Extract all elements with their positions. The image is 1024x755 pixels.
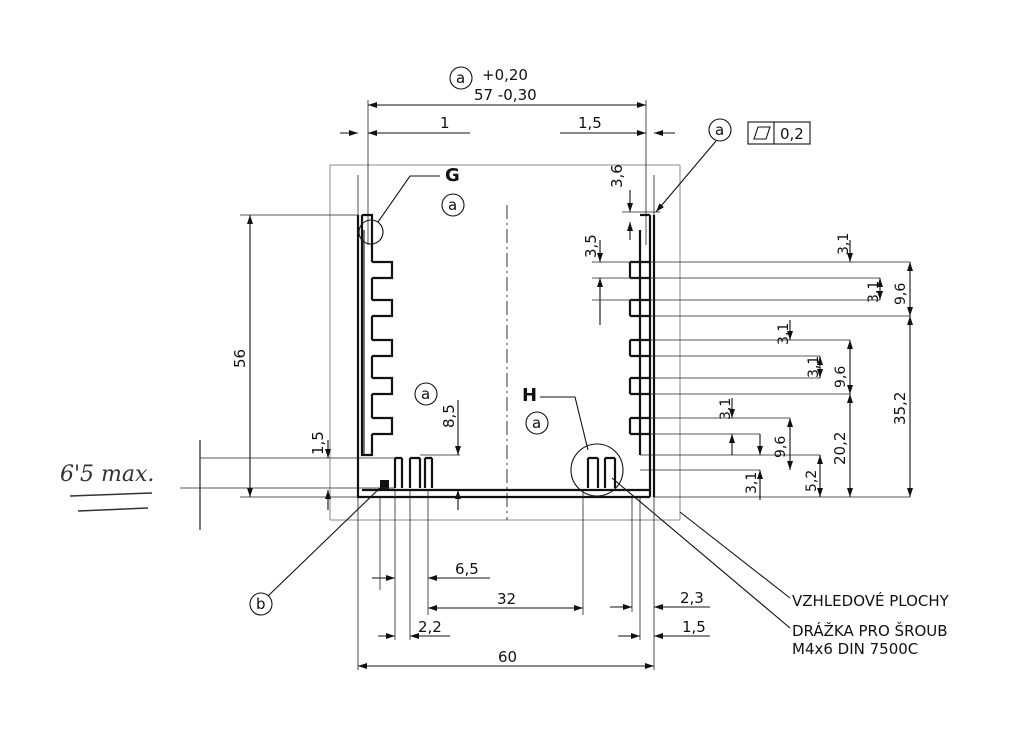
- dim-31c-text: 3,1: [776, 323, 792, 345]
- dim-96c: 9,6: [773, 418, 793, 470]
- dim-36-text: 3,6: [608, 164, 626, 188]
- dim-31e: 3,1: [718, 398, 735, 455]
- dim-31e-text: 3,1: [718, 398, 734, 420]
- label-a-fin: a: [421, 385, 430, 403]
- dim-31a-text: 3,1: [836, 233, 852, 255]
- envelope-lines: [329, 100, 681, 670]
- marker-b-square: [380, 480, 389, 489]
- dim-60-text: 60: [498, 648, 517, 666]
- dim-52-text: 5,2: [804, 470, 820, 492]
- label-H: H: [522, 385, 537, 406]
- profile-left-wall: [356, 213, 650, 499]
- note-screw-groove-2: M4x6 DIN 7500C: [792, 640, 918, 658]
- dim-top-right-15: 1,5: [560, 114, 675, 136]
- dim-31b: 3,1: [866, 278, 883, 303]
- fin-a-label: a: [414, 382, 438, 406]
- dim-15-top: 1,5: [578, 114, 602, 132]
- dim-96a-text: 9,6: [893, 283, 909, 305]
- right-dim-lines: [592, 211, 910, 498]
- dim-31f-text: 3,1: [744, 472, 760, 494]
- dim-60: 60: [358, 648, 654, 669]
- note-screw-groove-1: DRÁŽKA PRO ŠROUB: [792, 621, 948, 640]
- handwritten-note: 6'5 max.: [60, 462, 154, 512]
- profile-base: [362, 456, 650, 492]
- dim-52: 5,2: [804, 455, 823, 497]
- handwritten-text: 6'5 max.: [60, 462, 154, 487]
- flatness-value: 0,2: [780, 125, 804, 143]
- dim-22: 2,2: [378, 618, 450, 639]
- dim-32-text: 32: [497, 590, 516, 608]
- label-G: G: [445, 165, 460, 186]
- overall-width: 57 -0,30: [474, 86, 537, 104]
- dim-352: 35,2: [891, 316, 913, 497]
- dim-85-text: 8,5: [440, 404, 458, 428]
- dim-96a: 9,6: [893, 262, 913, 316]
- dim-56: 56: [231, 214, 358, 498]
- label-a-flat: a: [715, 121, 724, 139]
- dim-15-left: 1,5: [309, 431, 327, 455]
- detail-h-label: H a: [522, 385, 589, 451]
- dim-96b-text: 9,6: [833, 366, 849, 388]
- dim-35: 3,5: [582, 234, 603, 325]
- notes: VZHLEDOVÉ PLOCHY DRÁŽKA PRO ŠROUB M4x6 D…: [611, 477, 950, 658]
- dim-31a: 3,1: [836, 233, 853, 262]
- dim-31d-text: 3,1: [806, 356, 822, 378]
- dim-1: 1: [440, 114, 450, 132]
- overall-tol: +0,20: [482, 66, 528, 84]
- dim-top-left-1: 1: [340, 114, 470, 136]
- dim-35-text: 3,5: [582, 234, 600, 258]
- dim-22-text: 2,2: [418, 618, 442, 636]
- dim-85: 8,5: [420, 400, 461, 510]
- dim-31c: 3,1: [776, 320, 793, 345]
- dim-15-bottom-text: 1,5: [682, 618, 706, 636]
- dim-65: 6,5: [372, 560, 490, 581]
- flatness-callout: a 0,2: [655, 118, 811, 213]
- detail-g-circle: [358, 219, 384, 245]
- dim-36: 3,6: [608, 164, 633, 240]
- label-a-g: a: [448, 196, 457, 214]
- dim-15-bottom: 1,5: [618, 618, 710, 639]
- dim-65-text: 6,5: [455, 560, 479, 578]
- label-a-h: a: [532, 414, 541, 432]
- dim-352-text: 35,2: [891, 392, 909, 425]
- dim-202: 20,2: [831, 394, 853, 497]
- dim-31f: 3,1: [744, 434, 763, 500]
- dim-overall-width: a +0,20 57 -0,30: [368, 66, 646, 108]
- label-b: b: [256, 595, 266, 613]
- dim-96b: 9,6: [833, 340, 853, 394]
- dim-23-text: 2,3: [680, 589, 704, 607]
- note-appearance-surfaces: VZHLEDOVÉ PLOCHY: [792, 591, 950, 610]
- dim-32: 32: [428, 590, 583, 611]
- detail-g-label: G a: [377, 165, 465, 223]
- detail-h-circle: [570, 443, 624, 497]
- dim-23: 2,3: [610, 589, 710, 610]
- label-a-top: a: [456, 69, 465, 87]
- label-b-callout: b: [249, 485, 383, 616]
- dim-31d: 3,1: [806, 356, 823, 378]
- dim-left-15: 1,5: [180, 431, 395, 530]
- dim-56-text: 56: [231, 349, 249, 368]
- bottom-ext-lines: [379, 490, 641, 640]
- dim-96c-text: 9,6: [773, 436, 789, 458]
- dim-202-text: 20,2: [831, 432, 849, 465]
- dim-31b-text: 3,1: [866, 281, 882, 303]
